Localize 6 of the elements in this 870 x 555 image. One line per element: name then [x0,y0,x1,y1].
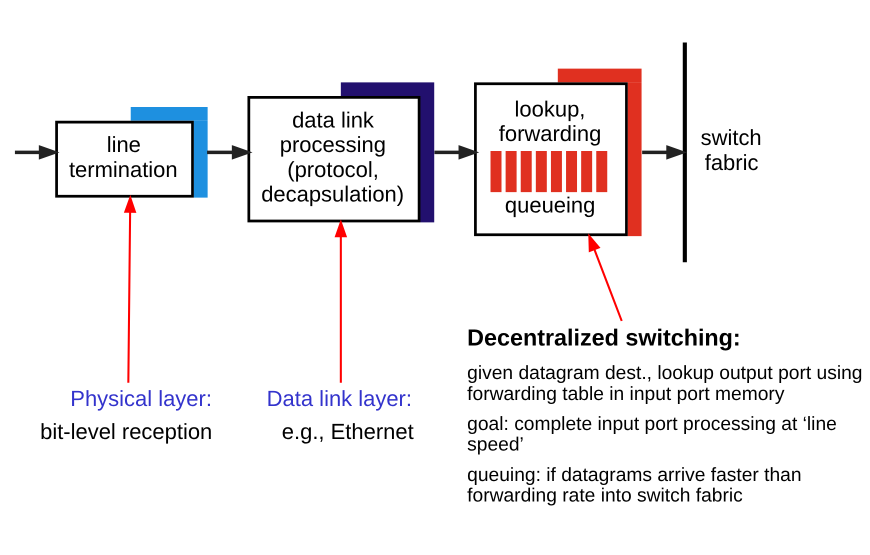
node-text: Decentralized switching: given datagram dest., lookup output port using forwarding table in input port memory goal: complete input port processing at ‘line speed’ queuing: if datagrams arrive faster than forwarding rate into switch fabric [467,324,862,506]
node-text: Physical layer: bit-level reception [40,386,212,444]
node-text: Data link layer: e.g., Ethernet [266,386,414,444]
node-text: line termination [68,132,178,182]
node-text: lookup, forwarding queueing [498,96,602,217]
node-label: switch fabric [700,124,762,174]
